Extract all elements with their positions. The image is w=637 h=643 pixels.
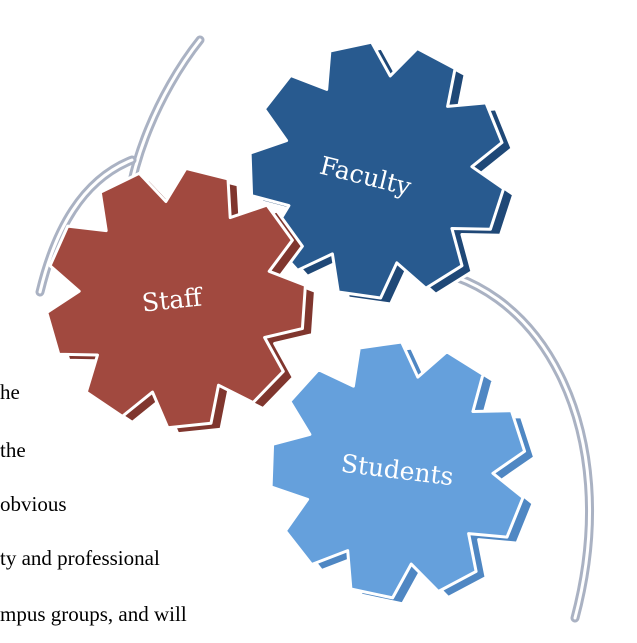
gear-faculty-face [248, 40, 506, 300]
gear-staff-face [45, 166, 307, 430]
gear-staff: Staff [45, 166, 317, 436]
body-text-line-3: obvious [0, 492, 67, 516]
gear-faculty: Faculty [248, 40, 516, 306]
gear-students-face [269, 340, 527, 600]
gear-staff-label: Staff [141, 282, 206, 317]
body-text-line-2: the [0, 438, 26, 462]
body-text-line-1: he [0, 380, 20, 404]
gear-students: Students [269, 340, 537, 606]
body-text-line-4: ty and professional [0, 546, 160, 570]
body-text-line-5: mpus groups, and will [0, 602, 187, 626]
arrow-left-core [38, 158, 134, 294]
